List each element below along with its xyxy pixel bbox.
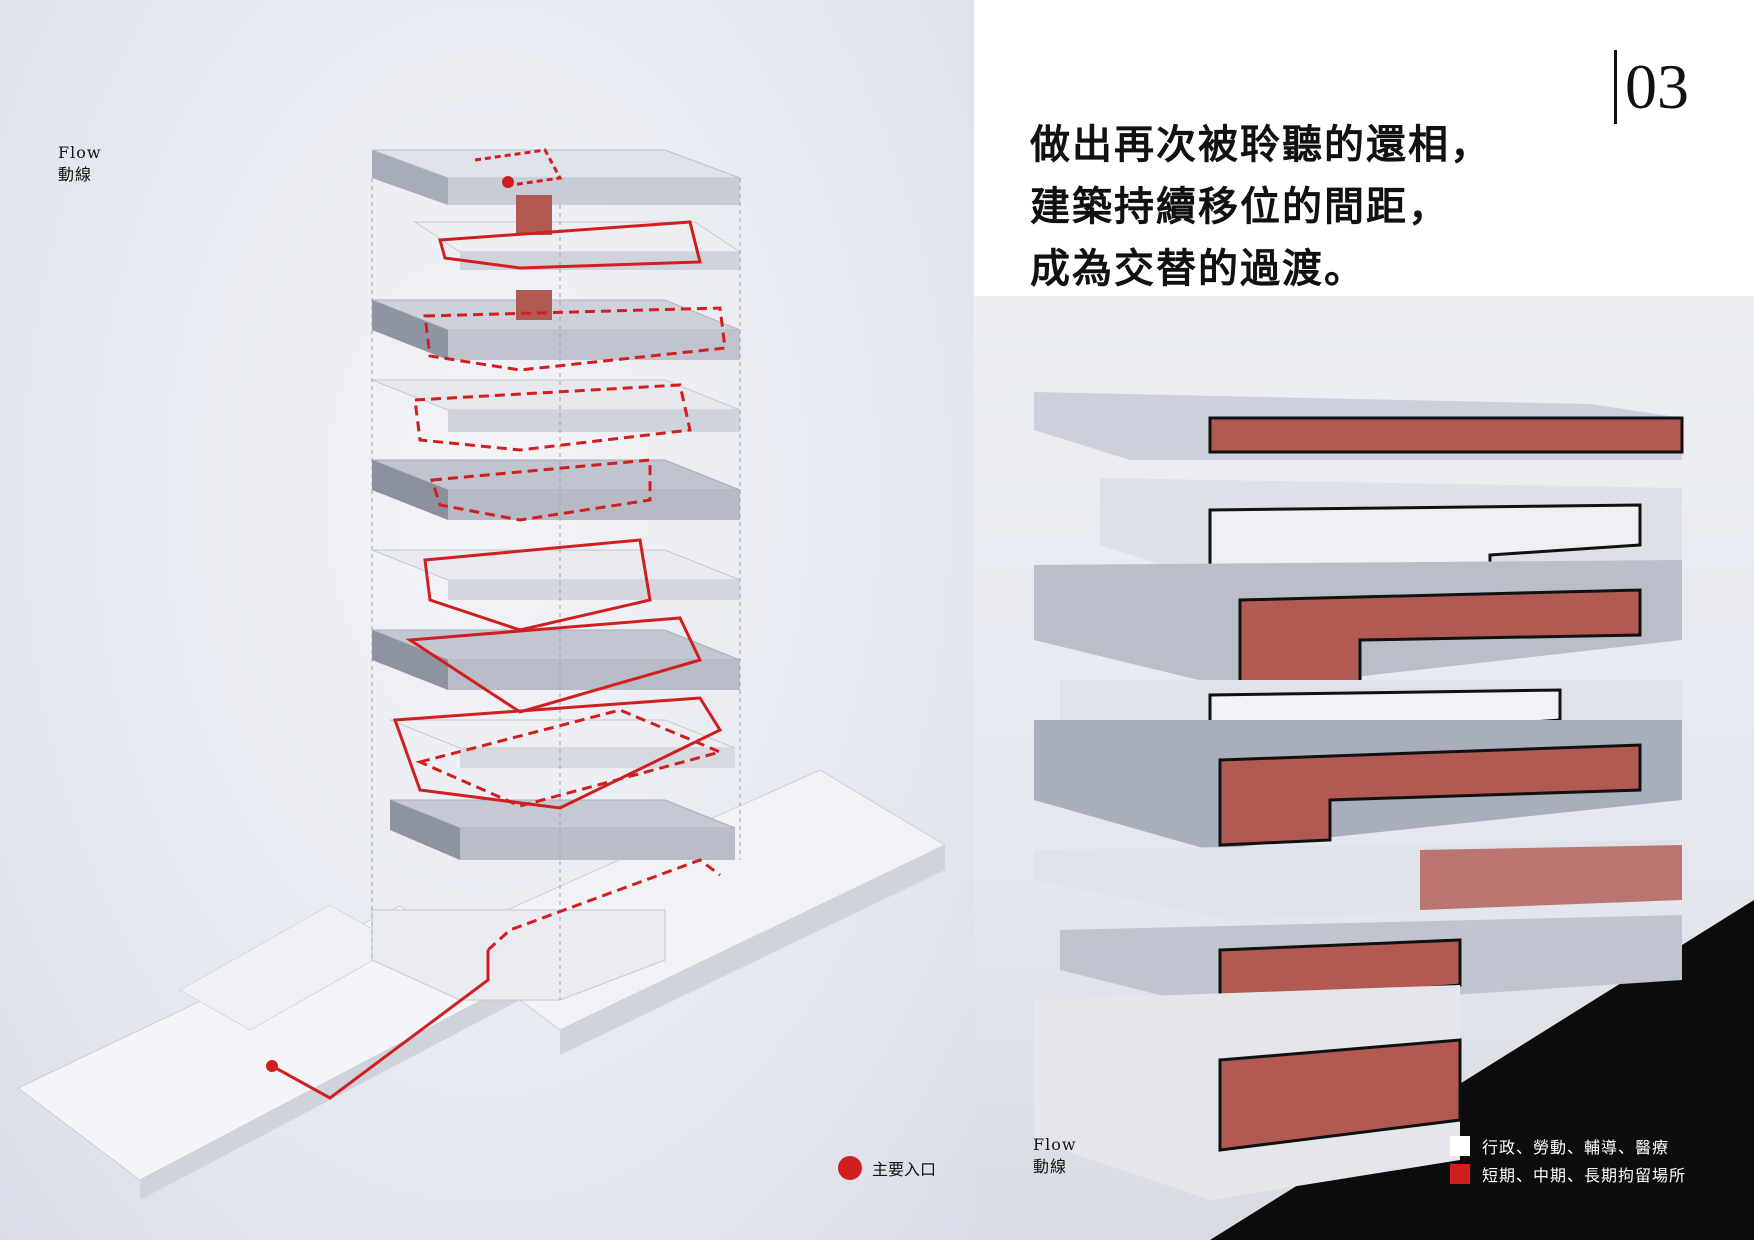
legend-key-admin: 行政、勞動、輔導、醫療 (1450, 1134, 1669, 1158)
main-entrance-legend: 主要入口 (838, 1156, 936, 1180)
tower-diagram (17, 148, 947, 1200)
quote-line: 建築持續移位的間距， (1030, 183, 1450, 230)
column-lines (371, 178, 741, 1000)
flow-label-en: Flow (58, 143, 102, 162)
red-swatch-icon (1450, 1164, 1470, 1184)
flow-label-zh: 動線 (1033, 1157, 1068, 1176)
core (516, 290, 552, 320)
quote-line: 做出再次被聆聽的還相， (1030, 121, 1492, 168)
entrance-dot-icon (838, 1156, 862, 1180)
flow-label-left: Flow 動線 (58, 142, 102, 186)
floor-layer (1034, 720, 1682, 850)
floor-layer (1060, 915, 1682, 1010)
flow-label-en: Flow (1033, 1135, 1077, 1154)
legend-key-label: 短期、中期、長期拘留場所 (1482, 1166, 1687, 1185)
quote-text: 做出再次被聆聽的還相， 建築持續移位的間距， 成為交替的過渡。 (1030, 114, 1492, 300)
floor-layer (1034, 840, 1682, 920)
quote-line: 成為交替的過渡。 (1030, 245, 1366, 292)
slab (389, 799, 736, 860)
floor-layer (1034, 560, 1682, 692)
white-swatch-icon (1450, 1136, 1470, 1156)
section-floors (1034, 392, 1684, 1200)
legend-key-detention: 短期、中期、長期拘留場所 (1450, 1162, 1686, 1186)
floor-layer (1034, 392, 1684, 460)
core (516, 195, 552, 235)
top-entrance-dot (502, 176, 514, 188)
entrance-dot (266, 1060, 278, 1072)
page-number: 03 (1614, 50, 1689, 124)
floor-layer (1034, 985, 1462, 1200)
legend-key-label: 行政、勞動、輔導、醫療 (1482, 1138, 1670, 1157)
slab (389, 719, 736, 768)
main-entrance-label: 主要入口 (872, 1160, 937, 1179)
flow-label-zh: 動線 (58, 165, 93, 184)
flow-label-right: Flow 動線 (1033, 1134, 1077, 1178)
floor-layer (1100, 478, 1682, 582)
slab (371, 459, 741, 520)
floor-slabs (371, 149, 742, 1001)
slab (371, 629, 741, 690)
flow-route (271, 148, 727, 1100)
